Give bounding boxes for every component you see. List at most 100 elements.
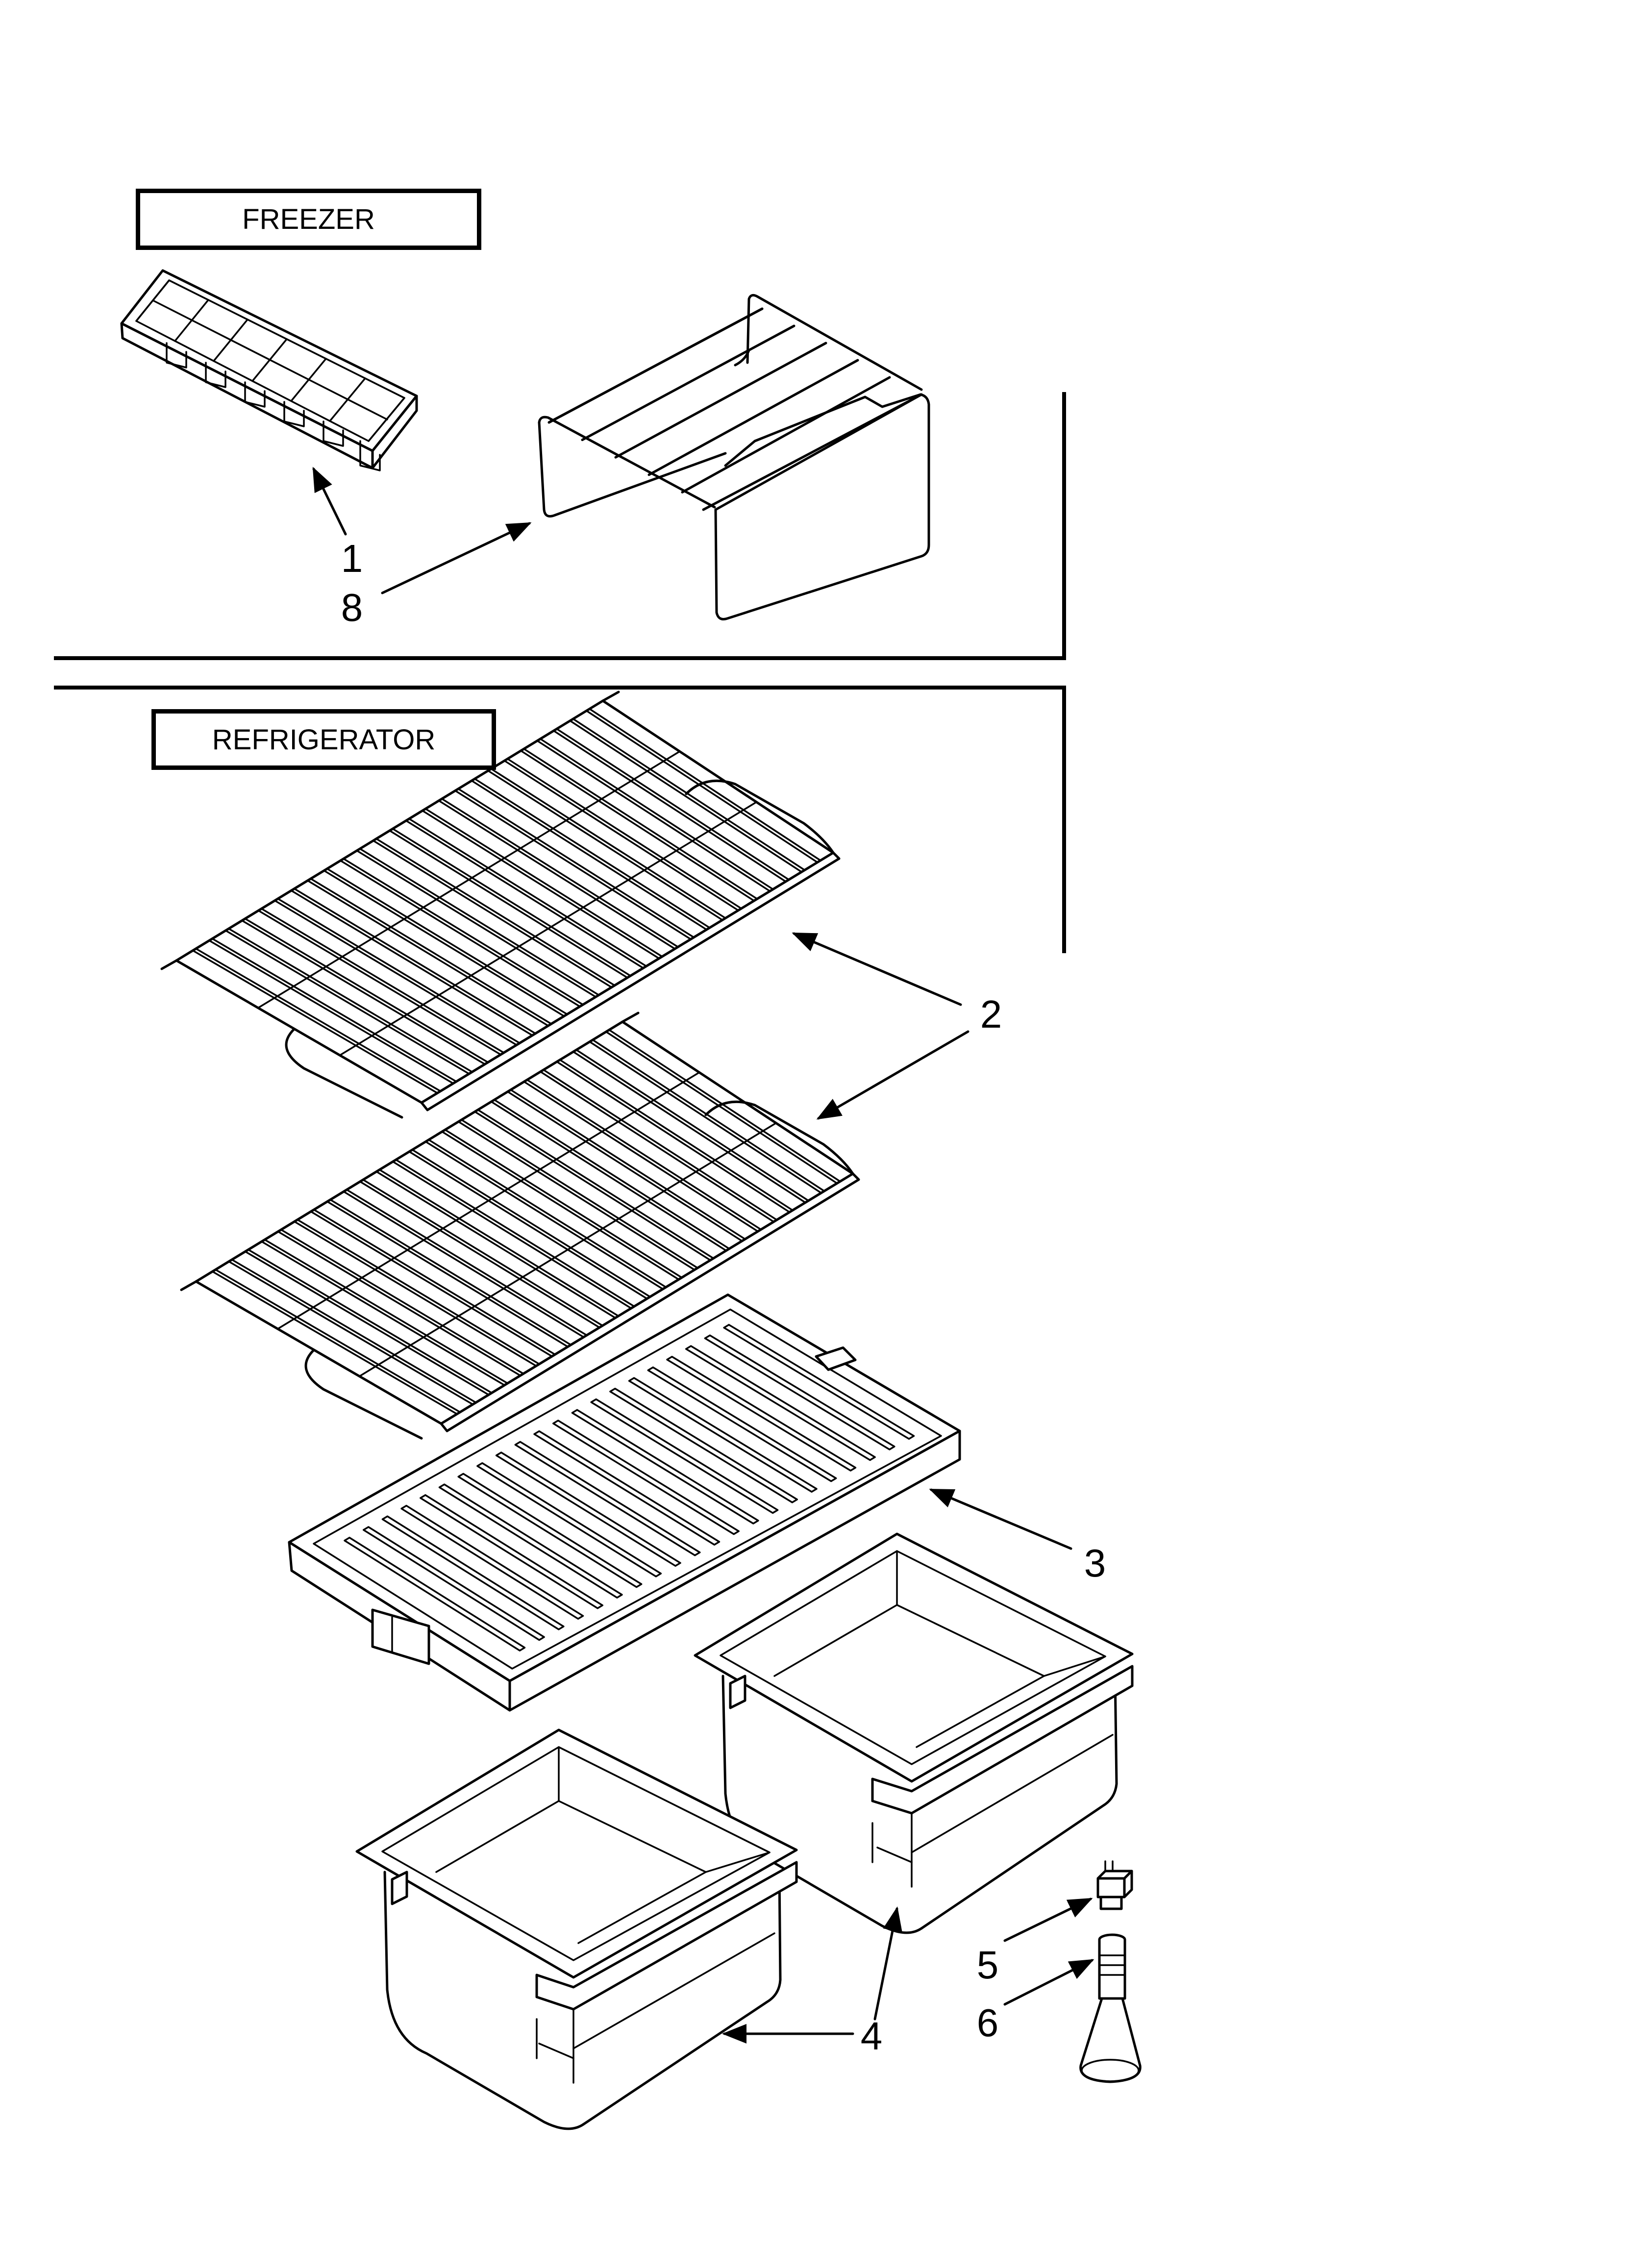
leveling-leg-part — [1079, 1933, 1142, 2083]
shelf-cross-bar — [257, 750, 681, 1009]
shelf-wire — [214, 1268, 461, 1413]
shelf-wire — [424, 1140, 664, 1290]
leader-arrows — [312, 467, 1094, 2044]
shelf-wire — [359, 848, 600, 996]
arrow-2-lower — [816, 1030, 970, 1120]
shelf-wire — [575, 1049, 809, 1202]
arrow-3 — [929, 1488, 1072, 1550]
shelf-wire — [326, 867, 568, 1015]
shelf-wire — [261, 1240, 505, 1386]
shelf-wire — [477, 1109, 714, 1259]
callout-5: 5 — [976, 1943, 999, 1987]
shelf-wire — [408, 817, 647, 967]
shelf-wire — [408, 1151, 648, 1300]
shelf-bracket — [304, 1349, 423, 1440]
shelf-wire — [211, 1270, 458, 1415]
shelf-cross-bar — [358, 1122, 777, 1378]
shelf-wire — [473, 778, 711, 929]
shelf-wire — [294, 1220, 537, 1367]
shelf-wire — [589, 1041, 822, 1194]
shelf-wire — [244, 1251, 490, 1396]
shelf-wire — [343, 1190, 585, 1338]
shelf-wire — [244, 917, 489, 1063]
shelf-wire — [552, 730, 787, 883]
shelf-wire — [536, 740, 771, 892]
callout-4: 4 — [860, 2014, 883, 2058]
shelf-wire — [310, 1210, 553, 1357]
shelf-wire — [506, 758, 742, 910]
shelf-wire — [195, 947, 442, 1092]
shelf-wire — [290, 889, 533, 1036]
cover-rib — [476, 1462, 662, 1578]
shelf-wire — [572, 1051, 806, 1204]
shelf-wire — [427, 1138, 667, 1288]
shelf-wire — [326, 1201, 569, 1348]
shelf-wire — [438, 800, 676, 950]
shelf-wire — [405, 819, 645, 969]
shelf-wire — [257, 910, 502, 1056]
arrow-5 — [1003, 1898, 1093, 1942]
shelf-wire — [339, 860, 581, 1008]
callout-8: 8 — [341, 586, 363, 629]
shelf-wire — [227, 928, 473, 1073]
shelf-wire — [208, 939, 454, 1085]
shelf-wire — [241, 919, 486, 1065]
shelf-wire — [608, 1029, 841, 1183]
freezer-section-label: FREEZER — [136, 189, 481, 250]
shelf-wire — [441, 1131, 680, 1281]
shelf-wire — [556, 1060, 791, 1213]
shelf-wire — [522, 748, 758, 900]
shelf-wire — [490, 767, 726, 919]
shelf-wire — [526, 1079, 762, 1231]
shelf-wire — [569, 720, 803, 873]
shelf-rod-end — [621, 1011, 640, 1023]
shelf-wire — [280, 1229, 524, 1375]
freezer-shelf-wire — [581, 324, 796, 442]
shelf-wire — [457, 1121, 696, 1271]
shelf-wire — [375, 1171, 617, 1319]
shelf-wire — [375, 838, 616, 986]
shelf-wire — [247, 1249, 493, 1394]
shelf-wire — [605, 1031, 838, 1184]
shelf-wire — [392, 828, 631, 977]
cover-rib — [552, 1419, 740, 1535]
shelf-wire — [572, 718, 806, 871]
shelf-wire — [309, 878, 552, 1025]
arrow-8 — [381, 522, 532, 594]
refrigerator-section-label: REFRIGERATOR — [151, 709, 496, 770]
shelf-wire — [411, 1149, 651, 1298]
freezer-shelf-wire — [647, 359, 859, 476]
shelf-wire — [555, 728, 790, 881]
shelf-wire — [539, 738, 774, 890]
cover-rib — [514, 1441, 701, 1556]
shelf-wire — [359, 1181, 600, 1329]
callout-1: 1 — [341, 537, 363, 580]
freezer-label-text: FREEZER — [242, 203, 375, 235]
shelf-wire — [392, 1160, 632, 1309]
tray-divider — [152, 299, 388, 420]
cover-rib — [609, 1387, 798, 1504]
cover-rib — [495, 1452, 681, 1567]
shelf-wire — [444, 1129, 683, 1279]
cover-rib — [344, 1536, 526, 1652]
crisper-cover-shelf — [288, 1293, 961, 1712]
shelf-wire — [424, 808, 663, 958]
shelf-wire — [539, 1071, 775, 1223]
shelf-wire — [474, 1110, 711, 1261]
shelf-wire — [192, 949, 439, 1094]
shelf-wire — [460, 1119, 698, 1269]
shelf-wire — [342, 858, 584, 1006]
shelf-wire — [362, 1179, 603, 1327]
lower-wire-shelf — [180, 1011, 860, 1440]
cover-rib — [438, 1483, 623, 1599]
shelf-wire — [507, 1090, 743, 1242]
shelf-side-rail — [175, 959, 423, 1104]
shelf-cross-bar — [276, 1071, 700, 1330]
shelf-wire — [277, 897, 521, 1044]
shelf-wire — [274, 899, 518, 1046]
shelf-wire — [559, 1059, 794, 1211]
shelf-wire — [542, 1069, 778, 1221]
cover-rib — [457, 1473, 643, 1588]
